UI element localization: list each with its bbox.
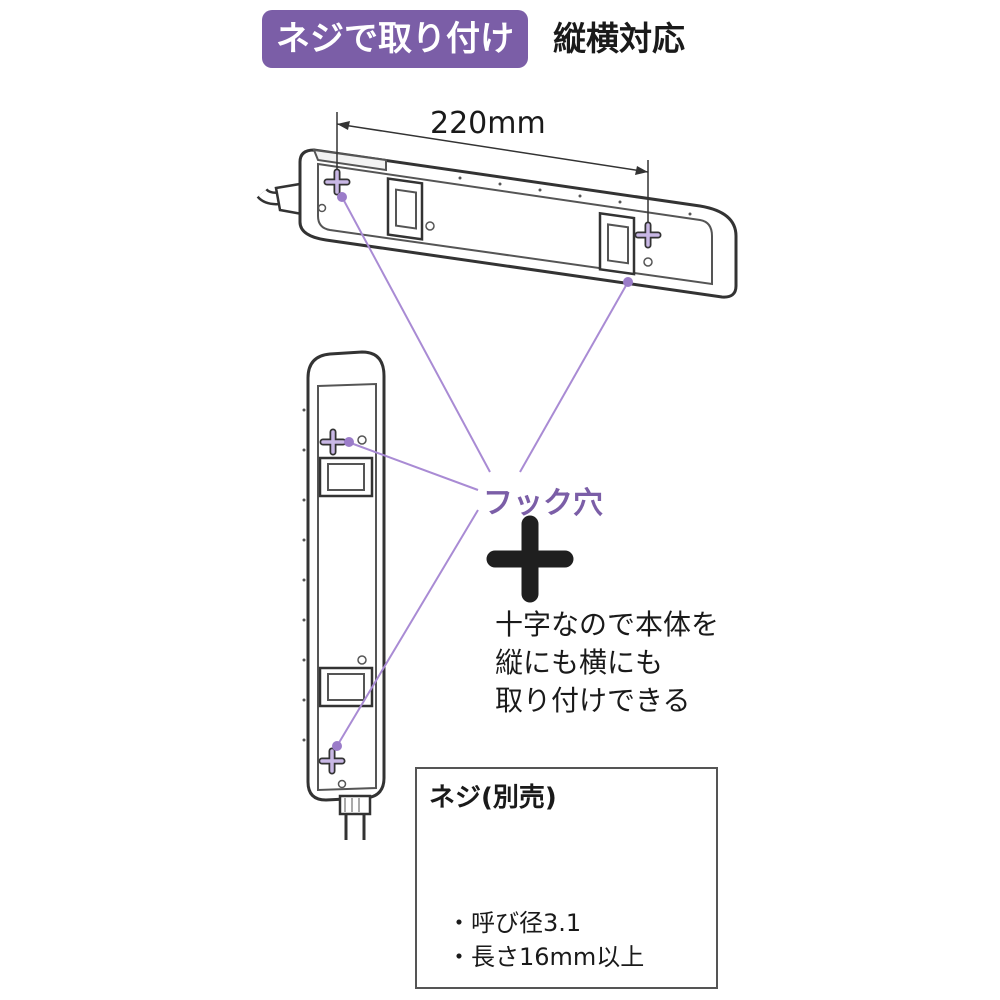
hook-hole-bottom-vertical <box>318 747 346 775</box>
screw-title: ネジ(別売) <box>429 783 557 813</box>
description-line: 十字なので本体を <box>495 608 720 641</box>
vertical-cord <box>344 814 366 840</box>
description-line: 取り付けできる <box>495 684 691 717</box>
hook-hole-top-vertical <box>319 428 347 456</box>
screw-spec-diameter: ・呼び径3.1 <box>447 909 582 937</box>
hook-hole-label: フック穴 <box>483 486 603 521</box>
screw-info-box: ネジ(別売) ・呼び径3.1 ・長さ16mm以上 <box>415 767 718 989</box>
vertical-cord-bushing <box>338 794 372 816</box>
description-text: 十字なので本体を 縦にも横にも 取り付けできる <box>495 606 719 720</box>
hook-leader-lines <box>336 196 629 747</box>
hook-hole-right-horizontal <box>634 221 662 249</box>
dimension-marker <box>336 112 649 222</box>
horizontal-power-strip <box>256 148 738 299</box>
strip-body <box>298 148 738 299</box>
cross-symbol-icon <box>486 515 574 603</box>
mounting-badge: ネジで取り付け <box>262 10 528 68</box>
hook-hole-left-horizontal <box>323 168 351 196</box>
cord-bushing <box>274 182 304 216</box>
screw-spec-length: ・長さ16mm以上 <box>447 943 645 971</box>
vertical-power-strip <box>302 350 386 840</box>
orientation-label: 縦横対応 <box>553 19 685 58</box>
hook-markers <box>332 192 633 751</box>
dimension-label: 220mm <box>430 106 546 141</box>
description-line: 縦にも横にも <box>495 646 664 679</box>
